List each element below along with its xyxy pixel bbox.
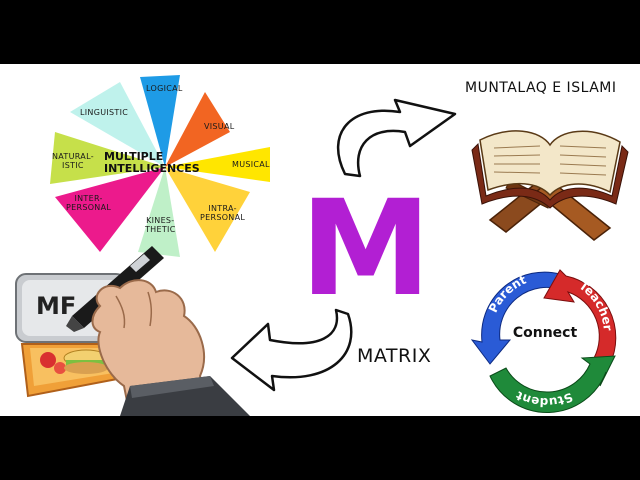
muntalaq-label: MUNTALAQ E ISLAMI (465, 80, 617, 96)
label-musical: MUSICAL (232, 160, 270, 169)
matrix-label: MATRIX (357, 345, 432, 367)
label-intrapersonal-2: PERSONAL (200, 213, 246, 222)
label-intrapersonal: INTRA- PERSONAL (200, 204, 245, 222)
label-naturalistic-1: NATURAL- (52, 152, 94, 161)
cycle-text-student: Student (513, 388, 574, 409)
label-kinesthetic-1: KINES- (146, 216, 175, 225)
petal-linguistic (70, 82, 165, 167)
cycle-text-teacher: Teacher (577, 278, 615, 331)
petal-logical (140, 75, 180, 167)
label-interpersonal-1: INTER- (74, 194, 103, 203)
petal-interpersonal (55, 167, 165, 252)
mi-title-line2: INTELLIGENCES (104, 162, 200, 175)
cycle-arc-student (489, 355, 616, 413)
mi-title-line1: MULTIPLE (104, 150, 164, 163)
multiple-intelligences-wheel (50, 75, 270, 257)
label-visual: VISUAL (204, 122, 235, 131)
label-naturalistic: NATURAL- ISTIC (52, 152, 94, 170)
petal-visual (165, 92, 230, 167)
drawing-hand-icon (66, 246, 250, 416)
label-kinesthetic: KINES- THETIC (145, 216, 176, 234)
arrow-up-right (336, 98, 457, 178)
label-interpersonal-2: PERSONAL (66, 203, 112, 212)
label-interpersonal: INTER- PERSONAL (66, 194, 111, 212)
arrow-down-left (230, 308, 353, 392)
whiteboard-canvas: LOGICAL VISUAL MUSICAL INTRA- PERSONAL K… (0, 64, 640, 416)
petal-musical (165, 147, 270, 182)
quran-on-stand-icon (471, 130, 629, 241)
petal-intrapersonal (165, 167, 250, 252)
label-intrapersonal-1: INTRA- (208, 204, 237, 213)
big-letter-m: M (300, 172, 432, 326)
cycle-center-connect: Connect (512, 325, 578, 341)
label-naturalistic-2: ISTIC (62, 161, 84, 170)
parent-teacher-student-cycle: Parent Teacher Student (470, 269, 617, 413)
petal-kinesthetic (138, 167, 180, 257)
petal-naturalistic (50, 132, 165, 184)
curved-arrows (230, 98, 457, 392)
label-kinesthetic-2: THETIC (145, 225, 176, 234)
label-logical: LOGICAL (146, 84, 183, 93)
label-linguistic: LINGUISTIC (80, 108, 129, 117)
multiple-intelligences-title: MULTIPLE INTELLIGENCES (104, 151, 200, 175)
lunchbox-label-mf: MF (36, 292, 77, 320)
